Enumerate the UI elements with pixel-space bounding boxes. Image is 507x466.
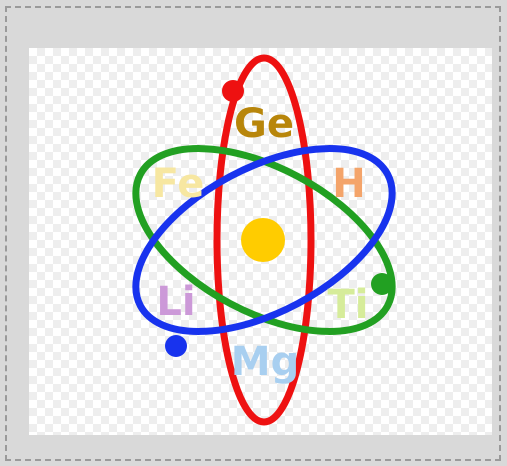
green-electron [371, 273, 393, 295]
nucleus [241, 218, 285, 262]
element-label-ti: Ti [328, 282, 369, 328]
blue-electron [165, 335, 187, 357]
element-label-mg: Mg [231, 339, 299, 385]
element-label-ge: Ge [234, 101, 294, 147]
element-label-h: H [332, 161, 365, 207]
red-electron [222, 80, 244, 102]
element-label-fe: Fe [152, 161, 205, 207]
element-label-li: Li [156, 279, 195, 325]
